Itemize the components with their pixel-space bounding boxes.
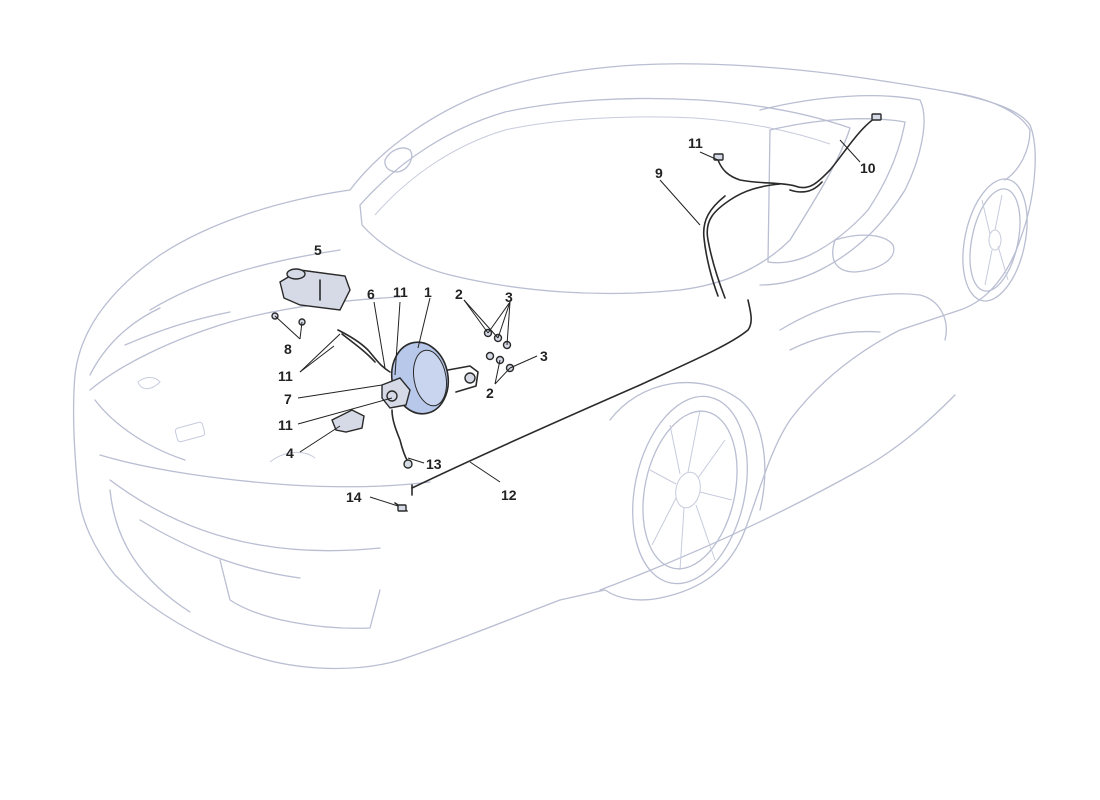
callout-4: 4	[286, 445, 294, 461]
callout-6: 6	[367, 286, 375, 302]
callout-3-top: 3	[505, 289, 513, 305]
callout-12: 12	[501, 487, 517, 503]
callout-13: 13	[426, 456, 442, 472]
callout-5: 5	[314, 242, 322, 258]
leader-lines	[274, 139, 861, 507]
front-wheel	[632, 395, 748, 585]
pipe-10	[717, 117, 876, 189]
callout-9: 9	[655, 165, 663, 181]
callout-7: 7	[284, 391, 292, 407]
pipe-9	[706, 183, 781, 299]
callout-1: 1	[424, 284, 432, 300]
callout-8: 8	[284, 341, 292, 357]
callout-11-upper: 11	[688, 135, 703, 151]
callout-14: 14	[346, 489, 362, 505]
callout-10: 10	[860, 160, 876, 176]
callout-2-top: 2	[455, 286, 463, 302]
pipe-12	[411, 299, 752, 489]
brake-fluid-reservoir	[279, 268, 351, 311]
brake-parts	[271, 113, 882, 512]
callout-labels: 1 2 2 3 3 4 5 6 7 8 9 10 11 11 11 11 12 …	[278, 135, 876, 505]
callout-11-lower: 11	[278, 417, 293, 433]
car-outline	[72, 63, 1036, 670]
callout-11-top: 11	[393, 284, 408, 300]
callout-3-right: 3	[540, 348, 548, 364]
callout-2-bottom: 2	[486, 385, 494, 401]
rear-wheel	[962, 178, 1028, 302]
callout-11-left: 11	[278, 368, 293, 384]
